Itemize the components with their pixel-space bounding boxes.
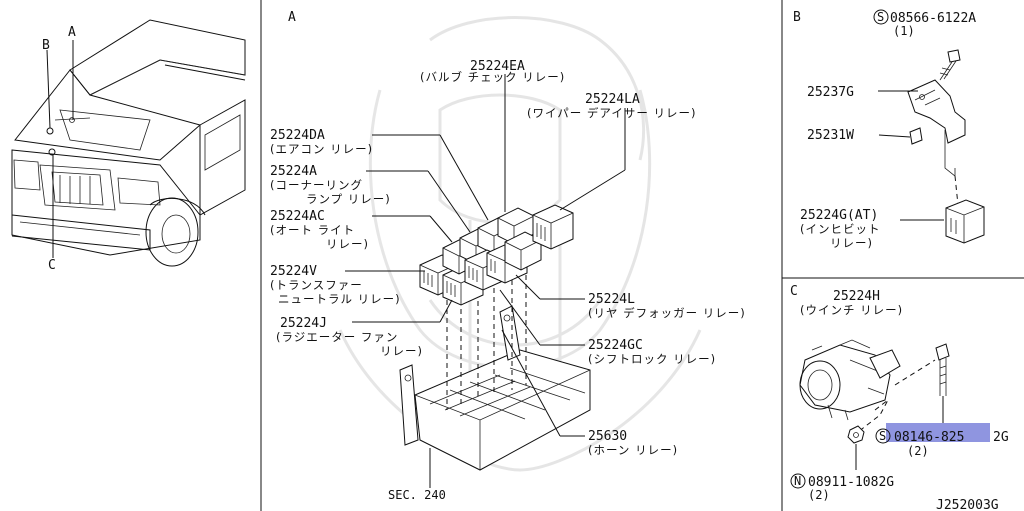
svg-text:ランプ リレー): ランプ リレー) [306, 192, 391, 206]
section-a-title: A [288, 10, 296, 25]
label-25224L: 25224L (リヤ デフォッガー リレー) [588, 292, 746, 320]
svg-text:リレー): リレー) [380, 344, 423, 358]
svg-text:25224V: 25224V [270, 264, 317, 279]
callout-c: C [48, 258, 56, 273]
svg-text:N: N [794, 474, 801, 488]
svg-text:(リヤ デフォッガー リレー): (リヤ デフォッガー リレー) [588, 306, 746, 320]
svg-text:(トランスファー: (トランスファー [270, 278, 363, 292]
section-c-leaders [855, 396, 944, 470]
svg-text:25224AC: 25224AC [270, 209, 325, 224]
svg-text:(エアコン リレー): (エアコン リレー) [270, 142, 373, 156]
svg-text:(1): (1) [893, 24, 915, 38]
section-ref-sec240: SEC. 240 [388, 488, 446, 502]
svg-text:2G: 2G [993, 430, 1009, 445]
svg-text:(ワイパー デアイサー リレー): (ワイパー デアイサー リレー) [527, 106, 696, 120]
label-25224A: 25224A (コーナーリング ランプ リレー) [270, 164, 391, 206]
label-bolt-08146-8252G: S 08146-825 2G (2) [875, 423, 1009, 458]
svg-text:(ラジエーター ファン: (ラジエーター ファン [276, 330, 398, 344]
label-screw-08566-6122A: S 08566-6122A (1) [873, 9, 976, 38]
svg-text:(ウインチ リレー): (ウインチ リレー) [800, 303, 903, 317]
svg-text:リレー): リレー) [326, 237, 369, 251]
svg-text:(2): (2) [808, 488, 830, 502]
svg-text:25224J: 25224J [280, 316, 327, 331]
svg-text:(シフトロック リレー): (シフトロック リレー) [588, 352, 716, 366]
label-25224V: 25224V (トランスファー ニュートラル リレー) [270, 264, 401, 306]
label-nut-08911-1082G: N 08911-1082G (2) [790, 473, 894, 502]
section-c-illustration [799, 339, 950, 444]
label-25224J: 25224J (ラジエーター ファン リレー) [276, 316, 423, 358]
svg-text:S: S [879, 429, 886, 443]
svg-text:S: S [877, 10, 884, 24]
svg-text:25630: 25630 [588, 429, 627, 444]
label-25224H: 25224H (ウインチ リレー) [800, 289, 903, 317]
relay-cubes [419, 204, 574, 306]
label-25224EA: 25224EA (バルブ チェック リレー) [420, 59, 565, 84]
svg-text:25224GC: 25224GC [588, 338, 643, 353]
section-b-leaders [878, 90, 944, 221]
section-a-leaders [345, 74, 626, 488]
label-25224LA: 25224LA (ワイパー デアイサー リレー) [527, 92, 696, 120]
section-b-title: B [793, 10, 801, 25]
svg-text:08566-6122A: 08566-6122A [890, 11, 976, 26]
label-25224DA: 25224DA (エアコン リレー) [270, 128, 373, 156]
svg-text:25224H: 25224H [833, 289, 880, 304]
label-25630: 25630 (ホーン リレー) [588, 429, 678, 457]
label-25231W: 25231W [807, 128, 854, 143]
svg-text:25224L: 25224L [588, 292, 635, 307]
svg-text:(ホーン リレー): (ホーン リレー) [588, 443, 678, 457]
svg-text:(2): (2) [907, 444, 929, 458]
svg-text:ニュートラル リレー): ニュートラル リレー) [278, 292, 401, 306]
vehicle-illustration [11, 19, 246, 267]
svg-text:25224A: 25224A [270, 164, 317, 179]
relay-guides [446, 275, 527, 410]
relay-block [399, 305, 591, 471]
drawing-id: J252003G [936, 498, 999, 511]
section-c-title: C [790, 284, 798, 299]
label-25237G: 25237G [807, 85, 854, 100]
section-b-illustration [907, 49, 985, 244]
svg-text:25224G(AT): 25224G(AT) [800, 208, 878, 223]
svg-text:08146-825: 08146-825 [894, 430, 964, 445]
callout-a: A [68, 25, 76, 40]
svg-text:25224DA: 25224DA [270, 128, 325, 143]
svg-text:25224EA: 25224EA [470, 59, 525, 74]
svg-text:(バルブ チェック リレー): (バルブ チェック リレー) [420, 70, 565, 84]
svg-text:08911-1082G: 08911-1082G [808, 475, 894, 490]
svg-text:リレー): リレー) [830, 236, 873, 250]
svg-text:(インヒビット: (インヒビット [800, 222, 881, 236]
bolt-label-highlight [886, 423, 990, 442]
svg-text:(オート ライト: (オート ライト [270, 223, 355, 237]
panel-dividers [260, 0, 1024, 511]
label-25224G-AT: 25224G(AT) (インヒビット リレー) [800, 208, 881, 250]
callout-b: B [42, 38, 50, 53]
label-25224AC: 25224AC (オート ライト リレー) [270, 209, 369, 251]
svg-text:25224LA: 25224LA [585, 92, 640, 107]
svg-text:(コーナーリング: (コーナーリング [270, 178, 363, 192]
label-25224GC: 25224GC (シフトロック リレー) [588, 338, 716, 366]
